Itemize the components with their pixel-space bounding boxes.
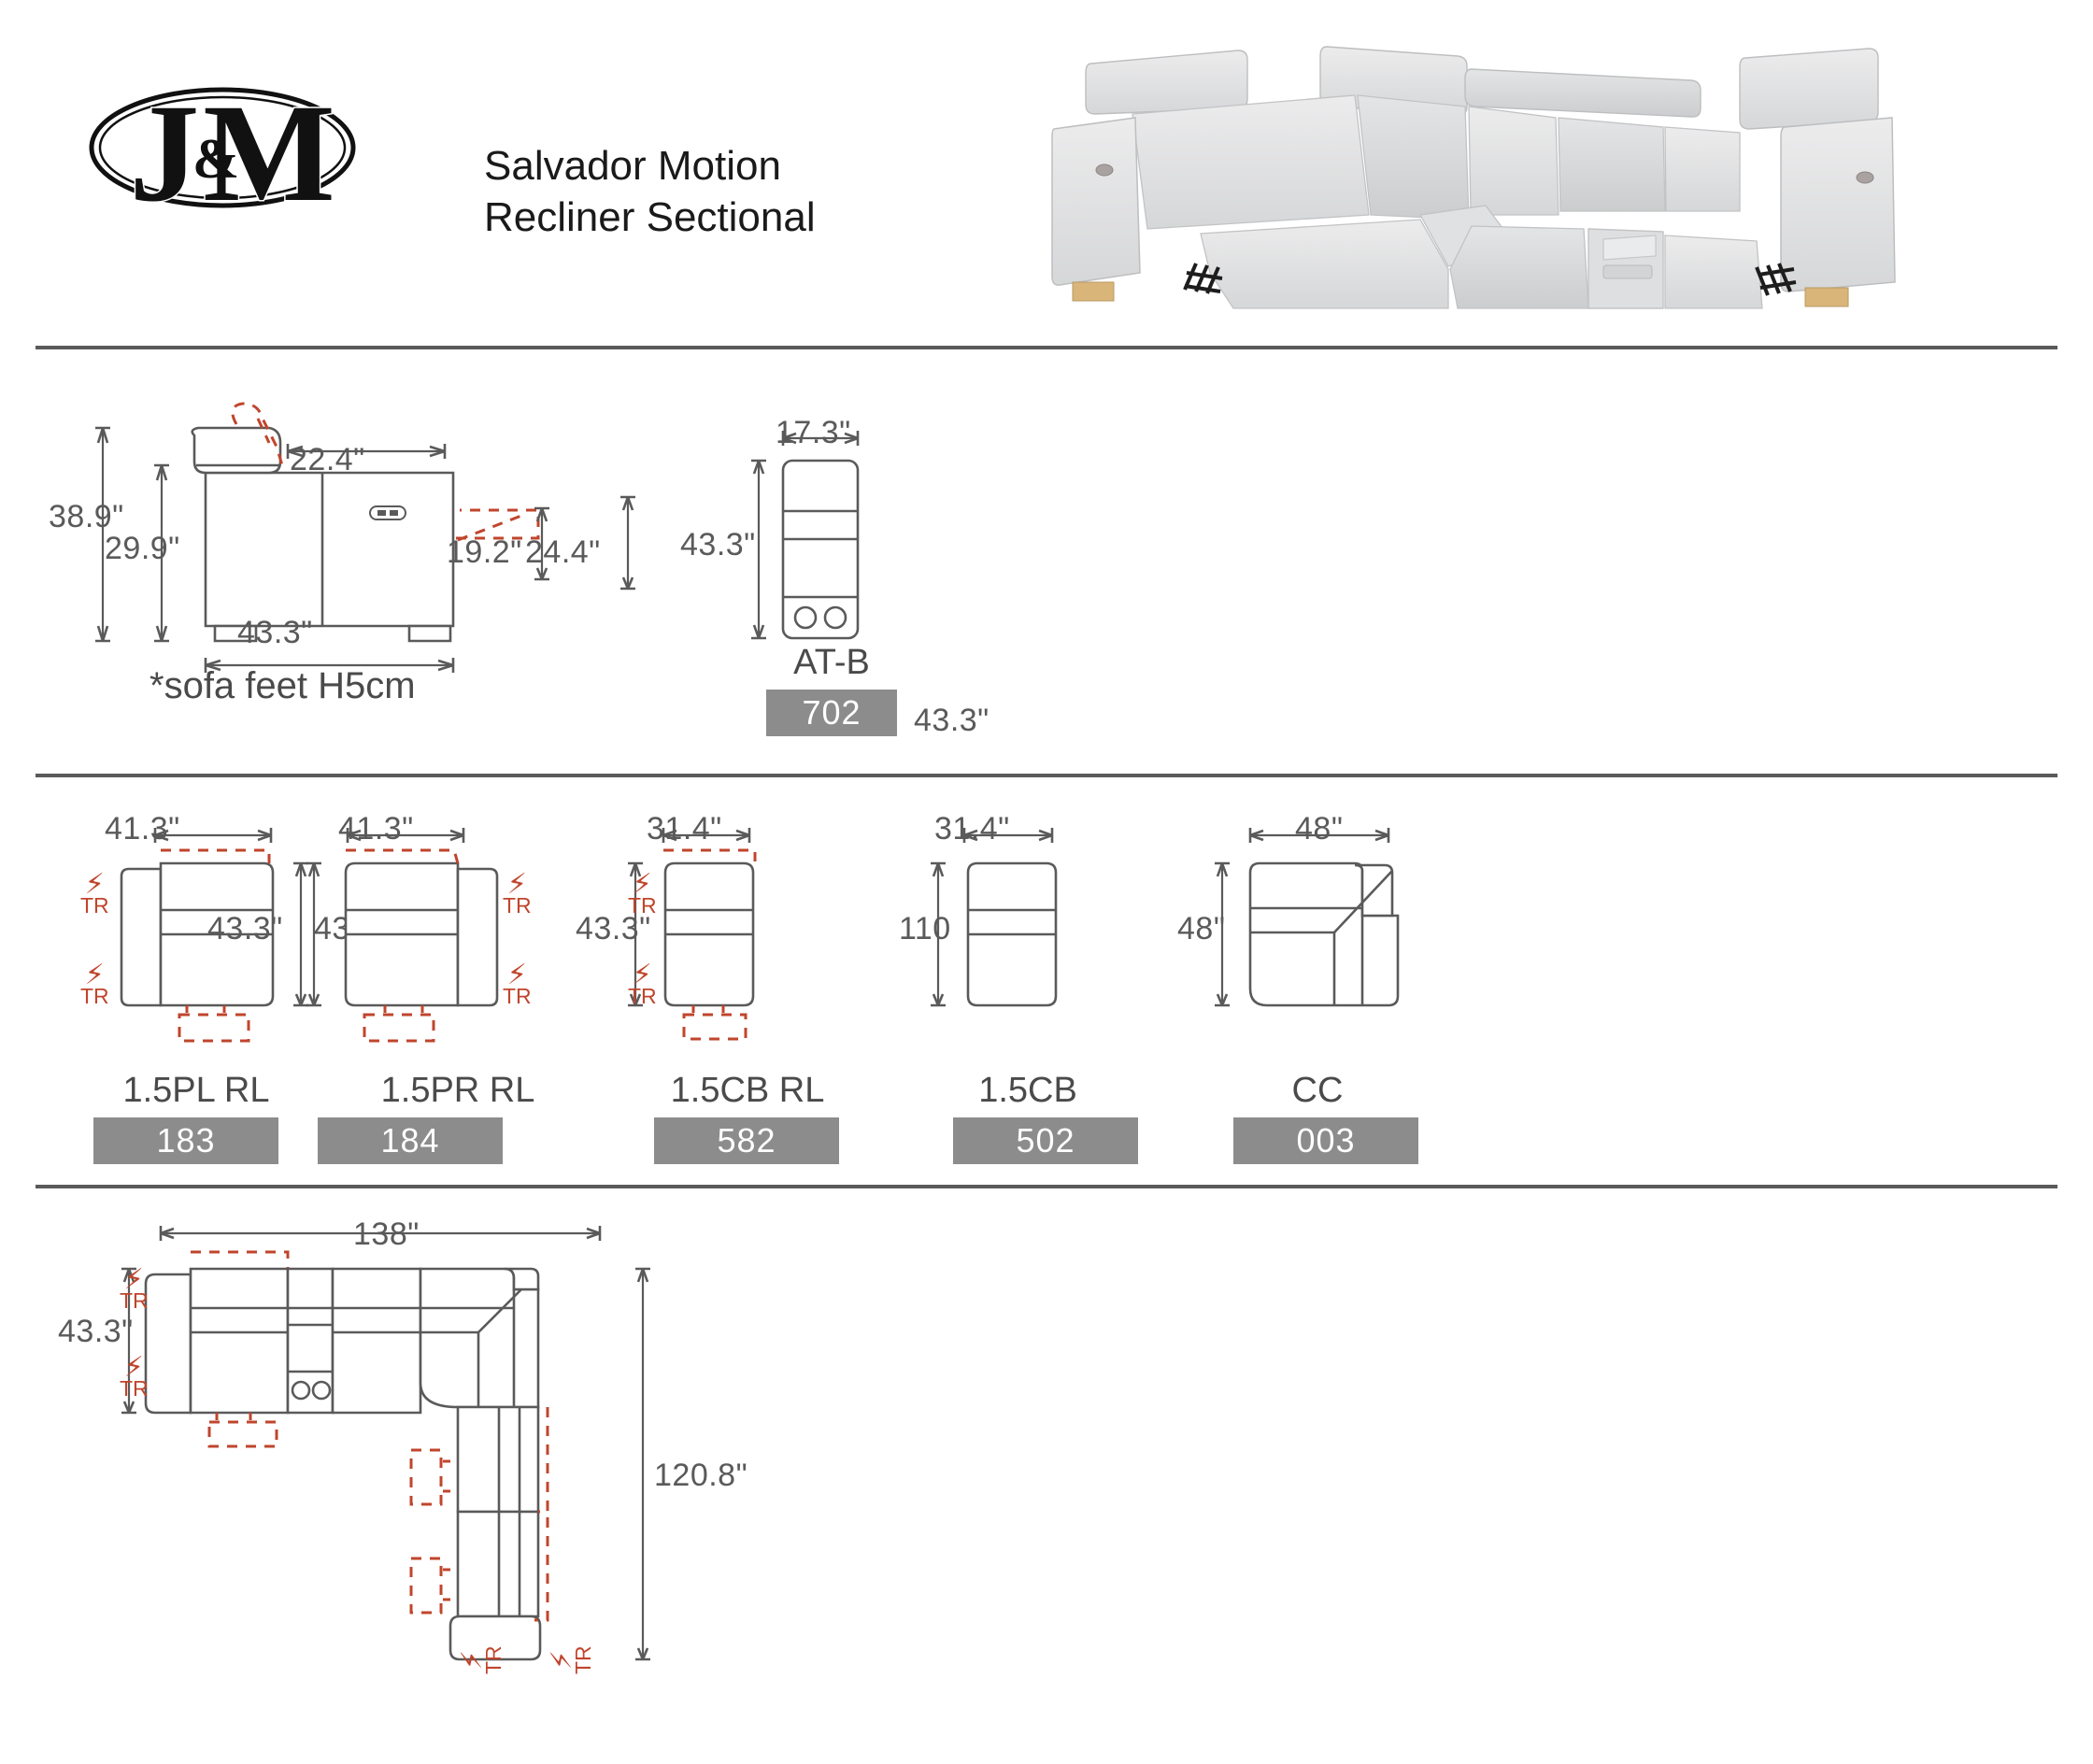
tr-marker: ⚡TR [628, 960, 657, 1008]
module-1-depth-label: 43.3" [207, 911, 283, 946]
lightning-icon: ⚡ [123, 1264, 144, 1295]
lightning-icon: ⚡ [506, 960, 527, 990]
tr-marker: ⚡TR [503, 869, 532, 918]
module-4-depth-label: 48" [1177, 911, 1226, 946]
module-4-code-badge: 003 [1233, 1117, 1418, 1164]
module-2-label: 1.5CB RL [670, 1071, 825, 1110]
module-1-code-badge: 184 [318, 1117, 503, 1164]
lightning-icon: ⚡ [506, 869, 527, 900]
divider-2 [36, 774, 2057, 777]
module-3-width-label: 31.4" [934, 811, 1010, 846]
jm-logo-icon: J M & [89, 75, 356, 233]
module-1-5pl-rl [56, 822, 336, 1065]
module-0-label: 1.5PL RL [122, 1071, 270, 1110]
tr-marker: ⚡TR [547, 1645, 595, 1674]
assembly-width-label: 138" [353, 1216, 420, 1252]
assembly-diagram [93, 1215, 785, 1747]
assembly-left-depth-label: 43.3" [58, 1314, 134, 1349]
page-title-line2: Recliner Sectional [484, 194, 816, 240]
tr-marker: ⚡TR [120, 1264, 149, 1313]
console-depth-label: 43.3" [680, 527, 756, 562]
svg-text:M: M [203, 76, 335, 231]
tr-marker: ⚡TR [628, 869, 657, 918]
console-diagram [738, 425, 944, 668]
module-2-width-label: 31.4" [647, 811, 722, 846]
side-height-overall-label: 38.9" [49, 499, 124, 534]
module-1-5pr-rl [306, 822, 598, 1065]
module-2-code-badge: 582 [654, 1117, 839, 1164]
tr-marker: ⚡TR [457, 1645, 505, 1674]
side-seat-depth-label: 22.4" [290, 442, 365, 477]
module-1-label: 1.5PR RL [380, 1071, 535, 1110]
divider-1 [36, 346, 2057, 349]
tr-marker: ⚡TR [80, 960, 109, 1008]
brand-logo: J M & [82, 58, 363, 233]
module-3-code-badge: 502 [953, 1117, 1138, 1164]
page-title-line1: Salvador Motion [484, 143, 781, 189]
console-code-badge: 702 [766, 690, 897, 736]
module-1-5cb [888, 822, 1168, 1065]
module-0-width-label: 41.3" [105, 811, 180, 846]
tr-marker: ⚡TR [80, 869, 109, 918]
lightning-icon: ⚡ [84, 869, 105, 900]
side-extend-b-label: 24.4" [525, 534, 601, 570]
lightning-icon: ⚡ [84, 960, 105, 990]
module-4-width-label: 48" [1295, 811, 1344, 846]
side-depth-label: 43.3" [237, 615, 313, 650]
module-4-label: CC [1291, 1071, 1344, 1110]
module-2-depth-label: 43.3" [576, 911, 651, 946]
lightning-icon: ⚡ [632, 960, 652, 990]
console-width-label: 17.3" [776, 415, 851, 450]
side-height-back-label: 29.9" [105, 531, 180, 566]
lightning-icon: ⚡ [632, 869, 652, 900]
lightning-icon: ⚡ [123, 1352, 144, 1383]
module-1-width-label: 41.3" [338, 811, 414, 846]
module-3-depth-label: 110 [899, 911, 951, 946]
tr-marker: ⚡TR [120, 1352, 149, 1401]
module-3-label: 1.5CB [978, 1071, 1077, 1110]
module-cc [1168, 822, 1467, 1065]
console-label: AT-B [793, 643, 870, 682]
sofa-feet-note: *sofa feet H5cm [150, 665, 416, 706]
console-stray-dim-label: 43.3" [914, 703, 990, 738]
divider-3 [36, 1185, 2057, 1188]
svg-text:&: & [192, 128, 239, 190]
module-1-5cb-rl [607, 822, 888, 1065]
assembly-right-depth-label: 120.8" [654, 1458, 748, 1493]
side-view-diagram [56, 402, 691, 682]
svg-text:J: J [130, 76, 200, 231]
module-0-code-badge: 183 [93, 1117, 278, 1164]
tr-marker: ⚡TR [503, 960, 532, 1008]
side-extend-a-label: 19.2" [447, 534, 522, 570]
product-photo [1046, 28, 1944, 309]
